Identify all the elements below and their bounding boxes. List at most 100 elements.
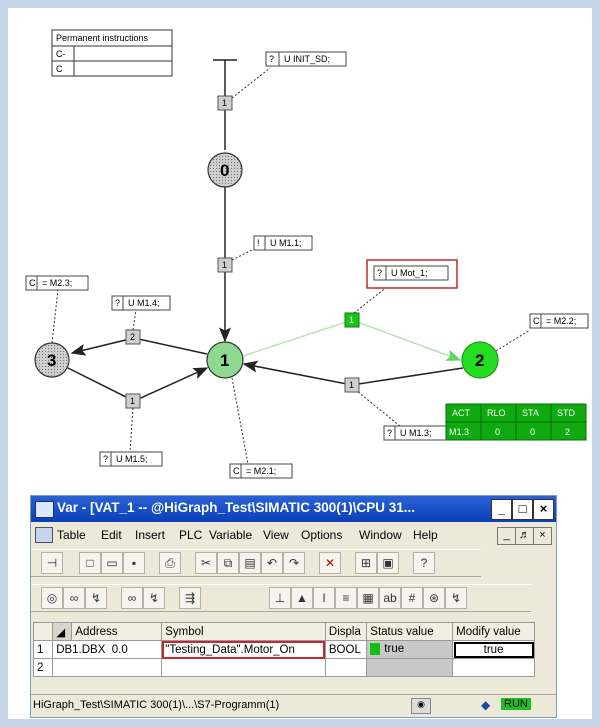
menu-insert[interactable]: Insert: [135, 528, 166, 542]
display-cell[interactable]: [324, 658, 368, 677]
table-row[interactable]: 1 DB1.DBX 0.0 "Testing_Data".Motor_On BO…: [32, 640, 535, 659]
col-display[interactable]: Displa: [324, 622, 368, 641]
svg-text:?: ?: [377, 268, 382, 278]
variable-table: ◢ Address Symbol Displa Status value Mod…: [32, 622, 535, 677]
state-2[interactable]: [461, 341, 499, 379]
title-bar[interactable]: Var - [VAT_1 -- @HiGraph_Test\SIMATIC 30…: [31, 496, 556, 522]
transition-1-2[interactable]: [344, 312, 360, 328]
format3-icon[interactable]: I: [313, 587, 335, 609]
help-icon[interactable]: ?: [413, 552, 435, 574]
force-icon[interactable]: ⇶: [179, 587, 201, 609]
format5-icon[interactable]: ▦: [357, 587, 379, 609]
t01-condition-box[interactable]: ! U M1.1;: [253, 235, 313, 251]
save-icon[interactable]: ▪: [123, 552, 145, 574]
network-icon[interactable]: ⊞: [355, 552, 377, 574]
svg-text:!: !: [257, 238, 260, 248]
svg-text:1: 1: [349, 380, 354, 390]
symbol-cell[interactable]: [161, 658, 326, 677]
svg-text:U M1.5;: U M1.5;: [116, 454, 148, 464]
status-value: true: [384, 643, 405, 656]
svg-text:C: C: [233, 466, 240, 476]
svg-text:1: 1: [222, 260, 227, 270]
modify2-icon[interactable]: ↯: [143, 587, 165, 609]
glasses2-icon[interactable]: ∞: [121, 587, 143, 609]
menu-table[interactable]: Table: [57, 528, 86, 542]
new-icon[interactable]: □: [79, 552, 101, 574]
menu-edit[interactable]: Edit: [101, 528, 122, 542]
address-cell[interactable]: DB1.DBX 0.0: [52, 640, 163, 659]
col-address[interactable]: Address: [71, 622, 163, 641]
modify-value-cell[interactable]: true: [452, 640, 535, 659]
redo-icon[interactable]: ↷: [283, 552, 305, 574]
mdi-close-button[interactable]: ×: [533, 527, 552, 545]
print-icon[interactable]: ⎙: [159, 552, 181, 574]
table-header-row: ◢ Address Symbol Displa Status value Mod…: [32, 622, 535, 641]
close-button[interactable]: ×: [533, 499, 554, 520]
state-1[interactable]: [206, 341, 244, 379]
menu-window[interactable]: Window: [359, 528, 402, 542]
format9-icon[interactable]: ↯: [445, 587, 467, 609]
toolbar-1: ⊣ □ ▭ ▪ ⎙ ✂ ⧉ ▤ ↶ ↷ ✕ ⊞ ▣ ?: [31, 549, 481, 577]
display-cell[interactable]: BOOL: [324, 640, 368, 659]
mot-condition-box[interactable]: ? U Mot_1;: [366, 259, 458, 289]
m13-condition-box[interactable]: ? U M1.3;: [383, 425, 447, 441]
address-cell[interactable]: [52, 658, 163, 677]
m15-condition-box[interactable]: ? U M1.5;: [99, 451, 163, 467]
modify-value-cell[interactable]: [452, 658, 535, 677]
m14-condition-box[interactable]: ? U M1.4;: [111, 295, 171, 311]
format2-icon[interactable]: ▲: [291, 587, 313, 609]
svg-text:U Mot_1;: U Mot_1;: [391, 268, 428, 278]
svg-text:3: 3: [47, 351, 56, 370]
mdi-minimize-button[interactable]: _: [497, 527, 516, 545]
status-table: ACT RLO STA STD M1.3 0 0 2: [445, 403, 587, 441]
glasses-icon[interactable]: ∞: [63, 587, 85, 609]
undo-icon[interactable]: ↶: [261, 552, 283, 574]
copy-icon[interactable]: ⧉: [217, 552, 239, 574]
action-2-box[interactable]: C = M2.2;: [529, 313, 589, 329]
svg-text:2: 2: [130, 332, 135, 342]
watch-icon[interactable]: ◎: [41, 587, 63, 609]
svg-text:C: C: [533, 316, 540, 326]
init-condition-box[interactable]: ? U INIT_SD;: [265, 51, 347, 67]
action-1-box[interactable]: C = M2.1;: [229, 463, 293, 479]
monitor-icon[interactable]: ▣: [377, 552, 399, 574]
symbol-cell[interactable]: "Testing_Data".Motor_On: [161, 640, 326, 659]
svg-text:U M1.4;: U M1.4;: [128, 298, 160, 308]
menu-variable[interactable]: Variable: [209, 528, 253, 542]
delete-icon[interactable]: ✕: [319, 552, 341, 574]
svg-text:?: ?: [115, 298, 120, 308]
open-icon[interactable]: ▭: [101, 552, 123, 574]
menu-help[interactable]: Help: [413, 528, 438, 542]
menu-options[interactable]: Options: [301, 528, 343, 542]
vat-window: Var - [VAT_1 -- @HiGraph_Test\SIMATIC 30…: [30, 495, 557, 718]
svg-text:STD: STD: [557, 408, 576, 418]
cut-icon[interactable]: ✂: [195, 552, 217, 574]
transition-2-1[interactable]: [344, 377, 360, 393]
minimize-button[interactable]: _: [491, 499, 512, 520]
menu-plc[interactable]: PLC: [179, 528, 203, 542]
mdi-restore-button[interactable]: ♬: [515, 527, 534, 545]
transition-0-1[interactable]: [217, 257, 233, 273]
init-transition[interactable]: [217, 95, 233, 111]
format4-icon[interactable]: ≡: [335, 587, 357, 609]
col-symbol[interactable]: Symbol: [161, 622, 326, 641]
menu-view[interactable]: View: [263, 528, 289, 542]
row-number: 2: [32, 658, 54, 677]
paste-icon[interactable]: ▤: [239, 552, 261, 574]
col-status-value[interactable]: Status value: [366, 622, 454, 641]
permanent-row-2: C: [56, 64, 63, 74]
table-row[interactable]: 2: [32, 658, 535, 677]
permanent-instructions-title: Permanent instructions: [56, 33, 149, 43]
format6-icon[interactable]: ab: [379, 587, 401, 609]
action-3-box[interactable]: C = M2.3;: [25, 275, 89, 291]
pin-icon[interactable]: ⊣: [41, 552, 63, 574]
format1-icon[interactable]: ⊥: [269, 587, 291, 609]
format7-icon[interactable]: #: [401, 587, 423, 609]
svg-text:= M2.2;: = M2.2;: [546, 316, 576, 326]
format8-icon[interactable]: ⊛: [423, 587, 445, 609]
modify-icon[interactable]: ↯: [85, 587, 107, 609]
svg-text:M1.3: M1.3: [449, 427, 469, 437]
col-modify-value[interactable]: Modify value: [452, 622, 535, 641]
maximize-button[interactable]: □: [512, 499, 533, 520]
svg-text:U INIT_SD;: U INIT_SD;: [284, 54, 330, 64]
